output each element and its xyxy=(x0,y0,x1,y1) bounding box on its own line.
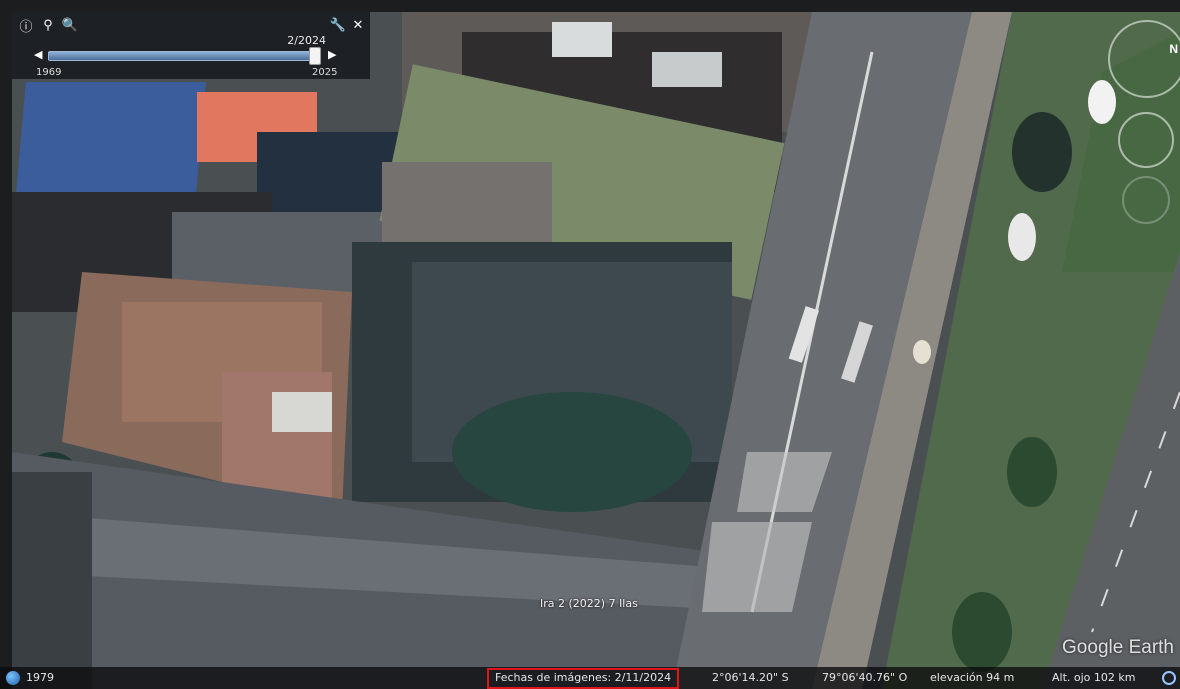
timeline-slider-fill xyxy=(49,52,315,60)
longitude: 79°06'40.76" O xyxy=(822,671,908,684)
timeline-current-date: 2/2024 xyxy=(287,34,326,47)
timeline-back-icon[interactable]: ◀ xyxy=(34,49,43,61)
look-navigation-ring[interactable] xyxy=(1108,20,1180,98)
zoom-in-icon[interactable]: 🔍 xyxy=(61,17,79,32)
imagery-date: Fechas de imágenes: 2/11/2024 xyxy=(487,668,680,689)
historical-imagery-panel: ⓘ ⚲ 🔍 🔧 ✕ 2/2024 ◀ ▶ 1969 2025 xyxy=(12,12,370,79)
google-earth-logo: Google Earth xyxy=(1062,637,1174,658)
zoom-slider-ring[interactable] xyxy=(1122,176,1170,224)
timeline-slider-thumb[interactable] xyxy=(308,47,321,65)
aerial-imagery[interactable] xyxy=(12,12,1180,689)
road-label: Ira 2 (2022) 7 Ilas xyxy=(540,597,638,610)
move-navigation-ring[interactable] xyxy=(1118,112,1174,168)
latitude: 2°06'14.20" S xyxy=(712,671,789,684)
close-icon[interactable]: ✕ xyxy=(352,17,364,32)
info-icon[interactable]: ⓘ xyxy=(19,18,33,34)
timeline-end-year: 2025 xyxy=(312,67,338,78)
status-bar: 1979 Fechas de imágenes: 2/11/2024 2°06'… xyxy=(0,667,1180,689)
timeline-start-year: 1969 xyxy=(36,67,62,78)
compass-north-label: N xyxy=(1169,42,1178,56)
globe-icon[interactable] xyxy=(6,671,20,685)
zoom-out-icon[interactable]: ⚲ xyxy=(43,17,53,32)
timeline-forward-icon[interactable]: ▶ xyxy=(328,49,337,61)
streaming-indicator-icon xyxy=(1162,671,1176,685)
timeline-slider[interactable] xyxy=(48,47,321,65)
eye-altitude: Alt. ojo 102 km xyxy=(1052,671,1136,684)
elevation: elevación 94 m xyxy=(930,671,1015,684)
map-viewport[interactable]: N xyxy=(12,12,1180,689)
wrench-icon[interactable]: 🔧 xyxy=(329,17,347,32)
tour-year: 1979 xyxy=(26,671,54,684)
